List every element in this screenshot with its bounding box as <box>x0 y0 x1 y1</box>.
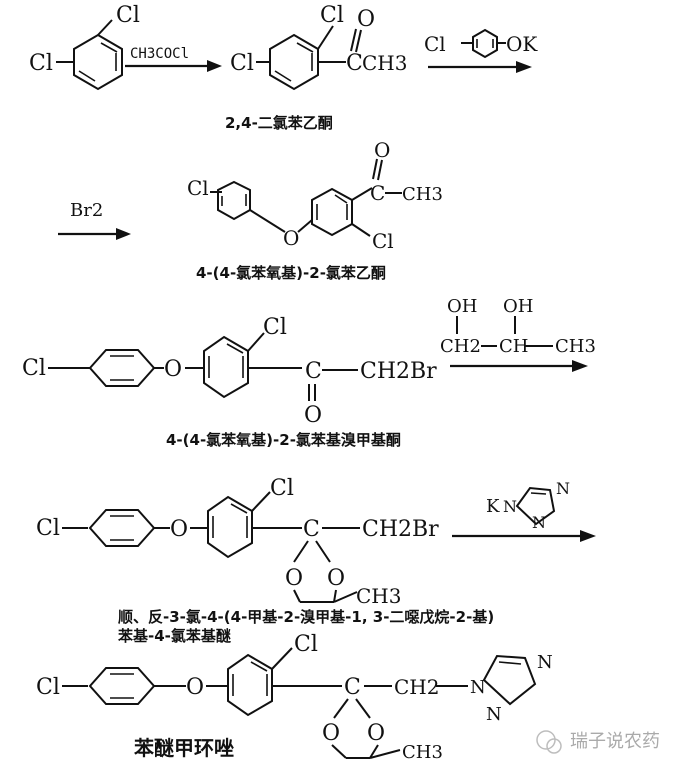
caption-step2: 4-(4-氯苯氧基)-2-氯苯乙酮 <box>196 264 386 282</box>
product4-c: C <box>303 517 320 542</box>
reactant-cl-top: Cl <box>116 3 140 28</box>
reagent-ch: CH <box>499 336 528 357</box>
caption-step4-line1: 顺、反-3-氯-4-(4-甲基-2-溴甲基-1, 3-二噁戊烷-2-基) <box>118 608 494 626</box>
product4-o-ring1: O <box>285 566 303 591</box>
product1-cl-top: Cl <box>320 3 344 28</box>
watermark: 瑞子说农药 <box>536 730 660 754</box>
product3-ch2br: CH2Br <box>360 359 437 384</box>
product5-ch2: CH2 <box>394 675 439 699</box>
product3-o-bridge: O <box>164 357 182 382</box>
caption-final-product: 苯醚甲环唑 <box>133 736 234 760</box>
arrow-step4: OH OH CH2 CH CH3 <box>440 296 596 372</box>
product5-o-bridge: O <box>186 675 204 700</box>
product3-cl-top: Cl <box>263 315 287 340</box>
product2-o-bridge: O <box>283 226 299 250</box>
product5-cl-left: Cl <box>36 675 60 700</box>
product-chlorophenoxy-acetophenone: Cl O C O CH3 Cl <box>187 138 443 253</box>
product4-ch2br: CH2Br <box>362 517 439 542</box>
product2-c: C <box>370 181 385 205</box>
product5-n1: N <box>470 677 486 698</box>
caption-step3: 4-(4-氯苯氧基)-2-氯苯基溴甲基酮 <box>166 431 401 449</box>
product2-cl-right: Cl <box>372 229 394 253</box>
product1-c: C <box>346 51 363 76</box>
reagent-k: K <box>486 496 500 517</box>
caption-step4-line2: 苯基-4-氯苯基醚 <box>117 627 231 645</box>
product-bromomethyl-ketone: Cl O Cl C O CH2Br <box>22 315 437 428</box>
arrow-step2: Cl OK <box>424 28 538 73</box>
product1-ch3: CH3 <box>362 51 407 75</box>
product2-ch3: CH3 <box>402 184 443 205</box>
product-difenoconazole: Cl O Cl C CH2 N N N O O CH3 <box>36 632 553 763</box>
product4-o-bridge: O <box>170 517 188 542</box>
wechat-icon <box>536 730 556 750</box>
product5-c: C <box>344 675 361 700</box>
product5-n2: N <box>537 652 553 673</box>
reagent-ch2: CH2 <box>440 336 481 357</box>
product4-cl-top: Cl <box>270 476 294 501</box>
caption-step1: 2,4-二氯苯乙酮 <box>225 114 333 132</box>
product3-o-bottom: O <box>304 403 322 428</box>
reagent-oh1: OH <box>447 296 477 317</box>
product-dichloroacetophenone: Cl Cl O C CH3 <box>230 3 407 91</box>
reagent-cl: Cl <box>424 32 446 56</box>
product2-cl-left: Cl <box>187 176 209 200</box>
product5-cl-top: Cl <box>294 632 318 657</box>
product1-cl-left: Cl <box>230 51 254 76</box>
product3-c: C <box>305 359 322 384</box>
watermark-text: 瑞子说农药 <box>570 731 660 752</box>
product5-o-ring1: O <box>322 721 340 746</box>
product3-cl-left: Cl <box>22 356 46 381</box>
product-dioxolane-intermediate: Cl O Cl C CH2Br O O CH3 <box>36 476 439 608</box>
reagent-ch3: CH3 <box>555 336 596 357</box>
reagent-n1: N <box>503 497 517 516</box>
reagent-acetyl-chloride: CH3COCl <box>130 46 189 62</box>
product5-ch3: CH3 <box>402 742 443 763</box>
product4-ch3: CH3 <box>356 584 401 608</box>
product5-n3: N <box>486 704 502 725</box>
reagent-oh2: OH <box>503 296 533 317</box>
reagent-bromine: Br2 <box>70 200 103 221</box>
product2-o-top: O <box>374 138 390 162</box>
reactant-cl-left: Cl <box>29 51 53 76</box>
product4-o-ring2: O <box>327 566 345 591</box>
reagent-n2: N <box>556 479 570 498</box>
arrow-step3: Br2 <box>58 200 131 240</box>
product1-o: O <box>357 7 375 32</box>
arrow-step5: K N N N <box>452 479 596 542</box>
arrow-step1: CH3COCl <box>125 46 222 72</box>
reagent-n3: N <box>532 513 546 532</box>
reagent-ok: OK <box>506 32 538 56</box>
reactant-dichlorobenzene: Cl Cl <box>29 3 140 91</box>
product4-cl-left: Cl <box>36 516 60 541</box>
product5-o-ring2: O <box>367 721 385 746</box>
